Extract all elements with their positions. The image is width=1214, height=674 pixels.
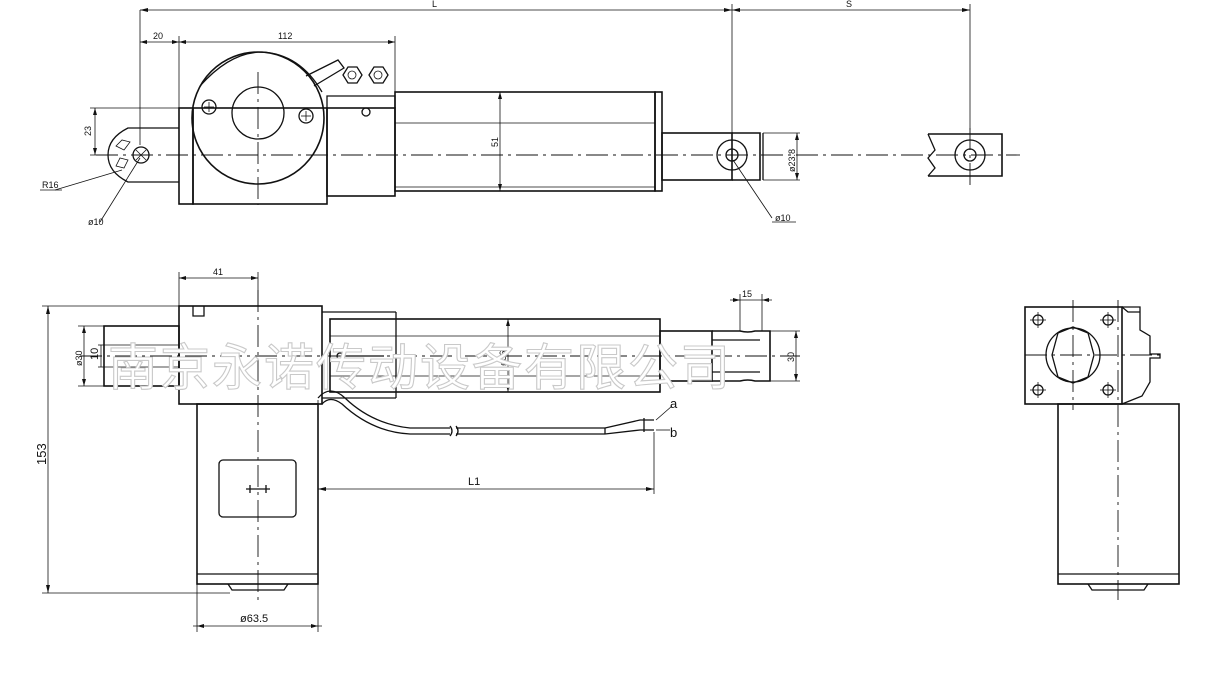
nut-left: [342, 66, 363, 84]
motor-end-cap: [227, 583, 289, 591]
gearbox-housing: [178, 107, 194, 205]
outer-tube: [394, 91, 656, 192]
dim-motor-offset: 41: [213, 267, 223, 277]
ring-screw-right: [298, 108, 314, 124]
dim-stroke: S: [846, 0, 852, 9]
side-rod-end: [712, 330, 771, 382]
side-rod: [659, 330, 713, 382]
dim-rear-radius: R16: [42, 180, 59, 190]
motor-label-plate: [218, 459, 297, 518]
end-motor: [1057, 403, 1180, 585]
side-motor: [196, 403, 319, 585]
rod: [661, 132, 733, 181]
ring-screw-left: [201, 99, 217, 115]
end-bolt-tl: [1030, 312, 1046, 328]
dim-rod-end-length: 15: [742, 289, 752, 299]
wire-a-label: a: [670, 396, 678, 411]
rear-clevis-marks: [115, 139, 131, 169]
dim-front-hole: ø10: [775, 213, 791, 223]
extended-rod-end: [928, 133, 1003, 177]
side-view: a b L1 41 ø30 10 ø36: [34, 267, 800, 632]
watermark: 南京永诺传动设备有限公司: [108, 339, 732, 397]
dim-rear-pin-inner: 10: [89, 348, 101, 360]
dim-rear-pin-outer: ø30: [74, 350, 84, 366]
dim-total-height: 153: [34, 443, 49, 465]
end-bolt-tr: [1100, 312, 1116, 328]
gearbox-right-block: [326, 107, 396, 197]
dim-clevis-height: 23: [83, 126, 93, 136]
dim-tube-diameter: ø36: [498, 350, 508, 366]
end-bolt-br: [1100, 382, 1116, 398]
top-view: L S 20 112 23 51: [40, 0, 1020, 227]
dim-rear-hole: ø10: [88, 217, 104, 227]
dim-tube-height: 51: [490, 137, 500, 147]
cable: [317, 390, 450, 429]
end-bolt-bl: [1030, 382, 1046, 398]
dim-cable-length: L1: [468, 476, 480, 488]
rear-clevis-hole: [132, 146, 150, 164]
dim-overall-length: L: [432, 0, 437, 9]
motor-ring-top: [199, 51, 323, 93]
dim-rod-diameter: ø23.8: [787, 149, 797, 172]
dim-housing-width: 112: [278, 31, 292, 41]
nut-right: [368, 66, 389, 84]
dim-rod-end-width: 30: [786, 352, 796, 362]
end-view: [1024, 300, 1180, 600]
dim-motor-diameter: ø63.5: [240, 613, 268, 625]
tube-end-cap: [654, 91, 663, 192]
cable-gland: [305, 59, 345, 87]
small-hole: [361, 107, 371, 117]
wire-b-label: b: [670, 425, 677, 440]
dim-rear-offset: 20: [153, 31, 163, 41]
end-flange: [1024, 306, 1123, 405]
